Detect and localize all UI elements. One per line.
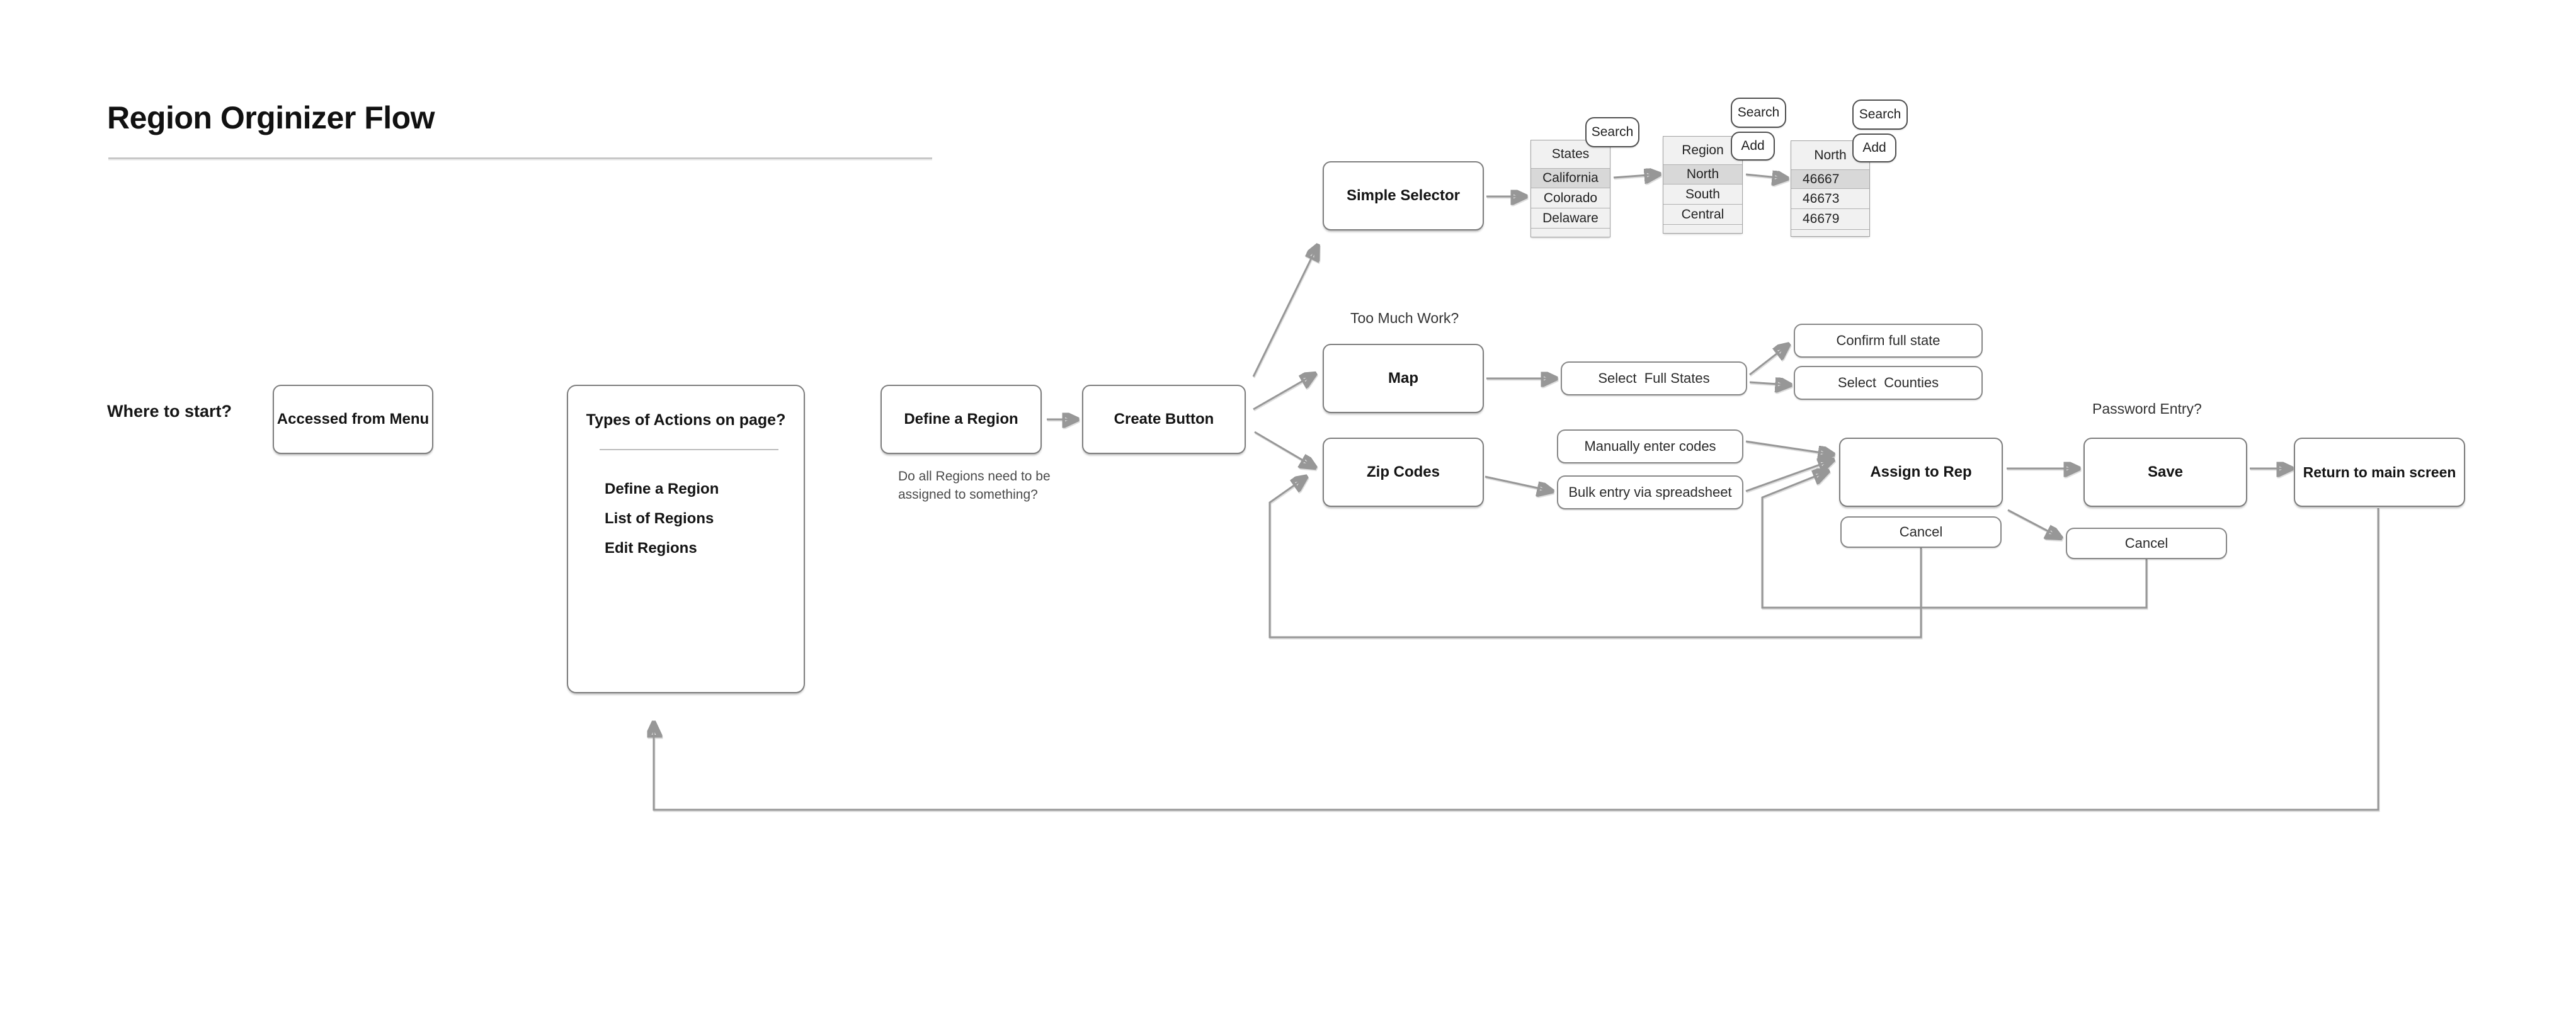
node-label: Simple Selector: [1346, 187, 1461, 204]
loop-cancel-save-to-assign: [1761, 472, 2148, 609]
region-search-button[interactable]: Search: [1731, 98, 1786, 128]
password-entry-label: Password Entry?: [2092, 400, 2202, 417]
arrow-create-to-map: [1253, 375, 1313, 411]
states-table-header: States: [1531, 140, 1610, 169]
zip-list-add-button[interactable]: Add: [1852, 133, 1896, 162]
arrow-california-to-region: [1613, 174, 1656, 178]
region-table-row-selected[interactable]: North: [1663, 165, 1742, 184]
arrow-select-full-states-to-confirm: [1749, 346, 1786, 376]
states-table-row[interactable]: Colorado: [1531, 188, 1610, 208]
node-label: Create Button: [1114, 411, 1214, 428]
zip-list-row-selected[interactable]: 46667: [1791, 170, 1869, 189]
node-save[interactable]: Save: [2083, 438, 2247, 507]
node-label: Map: [1388, 370, 1418, 387]
region-table-row[interactable]: South: [1663, 184, 1742, 205]
node-label: Accessed from Menu: [276, 411, 430, 428]
actions-panel[interactable]: Types of Actions on page? Define a Regio…: [567, 385, 805, 693]
states-table: States California Colorado Delaware: [1530, 140, 1610, 237]
node-accessed-from-menu[interactable]: Accessed from Menu: [273, 385, 433, 454]
arrow-assign-to-cancel-save: [2007, 509, 2058, 536]
arrow-zip-codes-to-bulk-entry: [1485, 475, 1549, 491]
select-counties-button[interactable]: Select Counties: [1794, 366, 1983, 400]
actions-panel-items: Define a Region List of Regions Edit Reg…: [605, 474, 719, 563]
assign-cancel-button[interactable]: Cancel: [1840, 516, 2002, 548]
node-zip-codes[interactable]: Zip Codes: [1323, 438, 1484, 507]
region-table-row[interactable]: Central: [1663, 205, 1742, 225]
node-label: Zip Codes: [1366, 463, 1440, 480]
define-region-note: Do all Regions need to be assigned to so…: [898, 469, 1051, 502]
node-create-button[interactable]: Create Button: [1082, 385, 1246, 454]
actions-panel-item-list[interactable]: List of Regions: [605, 510, 714, 527]
arrow-create-to-simple-selector: [1252, 248, 1316, 377]
manually-enter-codes-button[interactable]: Manually enter codes: [1557, 429, 1743, 463]
actions-panel-divider: [600, 449, 778, 450]
node-define-a-region[interactable]: Define a Region: [881, 385, 1042, 454]
too-much-work-label: Too Much Work?: [1350, 310, 1459, 326]
bulk-entry-button[interactable]: Bulk entry via spreadsheet: [1557, 475, 1743, 509]
arrow-bulk-to-assign: [1745, 461, 1830, 492]
arrow-north-to-zip-list: [1745, 174, 1784, 178]
title-divider: [108, 157, 932, 159]
zip-list-empty-row: [1791, 230, 1869, 236]
states-table-empty-row: [1531, 229, 1610, 237]
arrow-manually-to-assign: [1745, 440, 1830, 454]
zip-list-search-button[interactable]: Search: [1852, 99, 1908, 130]
node-label: Return to main screen: [2303, 463, 2456, 480]
loop-return-to-actions-panel: [654, 508, 2379, 811]
states-search-button[interactable]: Search: [1585, 117, 1639, 147]
node-return-to-main-screen[interactable]: Return to main screen: [2294, 438, 2465, 507]
region-table-header: Region: [1663, 137, 1742, 165]
confirm-full-state-button[interactable]: Confirm full state: [1794, 324, 1983, 358]
node-map[interactable]: Map: [1323, 344, 1484, 413]
node-label: Define a Region: [904, 411, 1018, 428]
zip-list-row[interactable]: 46673: [1791, 189, 1869, 209]
select-full-states-button[interactable]: Select Full States: [1561, 361, 1747, 395]
states-table-row[interactable]: Delaware: [1531, 208, 1610, 229]
node-assign-to-rep[interactable]: Assign to Rep: [1839, 438, 2003, 507]
zip-list-row[interactable]: 46679: [1791, 209, 1869, 230]
arrow-select-full-states-to-counties: [1749, 382, 1787, 385]
save-cancel-button[interactable]: Cancel: [2066, 528, 2227, 559]
actions-panel-item-define[interactable]: Define a Region: [605, 480, 719, 497]
actions-panel-item-edit[interactable]: Edit Regions: [605, 540, 697, 557]
page-title: Region Orginizer Flow: [107, 100, 435, 135]
arrow-create-to-zip-codes: [1254, 431, 1313, 466]
where-to-start-label: Where to start?: [107, 402, 232, 421]
states-table-row-selected[interactable]: California: [1531, 169, 1610, 188]
actions-panel-heading: Types of Actions on page?: [586, 411, 786, 429]
node-label: Assign to Rep: [1870, 463, 1972, 480]
region-table: Region North South Central: [1663, 136, 1743, 234]
region-table-empty-row: [1663, 225, 1742, 233]
region-add-button[interactable]: Add: [1731, 132, 1775, 161]
node-simple-selector[interactable]: Simple Selector: [1323, 161, 1484, 230]
node-label: Save: [2147, 463, 2184, 480]
